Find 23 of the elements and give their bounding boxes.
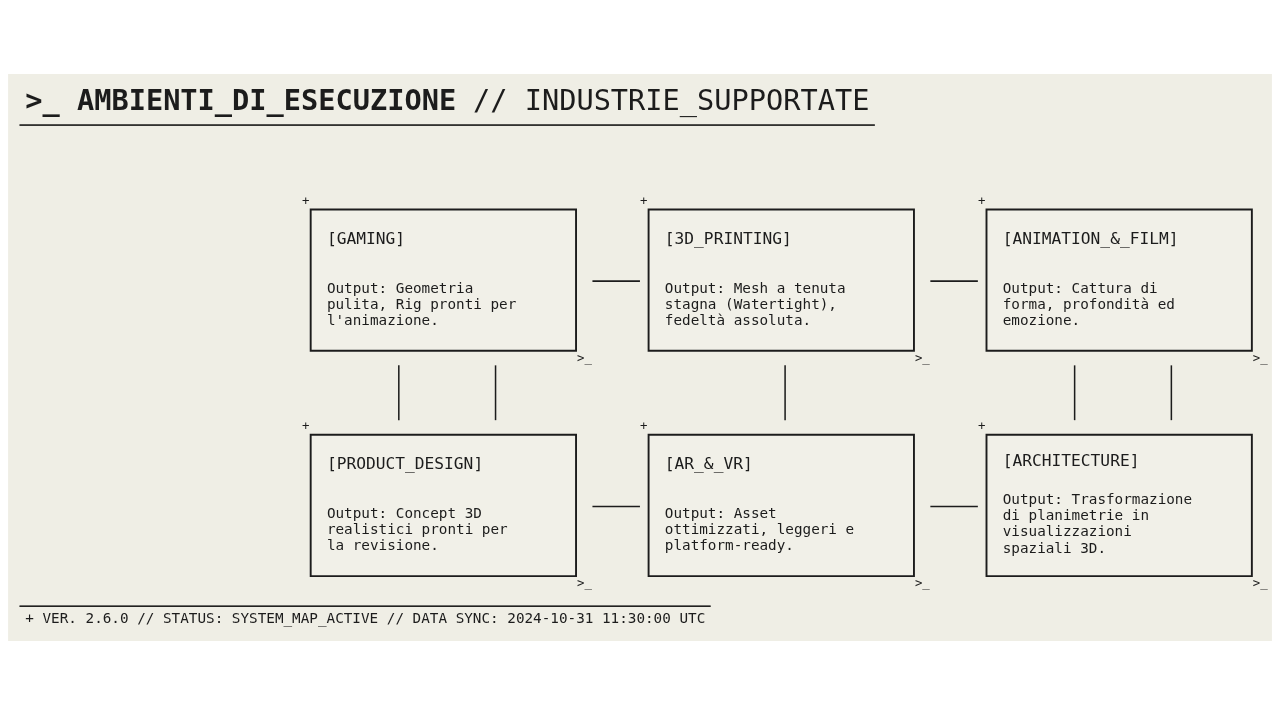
connector bbox=[1170, 364, 1173, 421]
node-label: >_ bbox=[914, 574, 930, 590]
node-label: + bbox=[640, 192, 648, 208]
node-label: >_ bbox=[577, 574, 592, 590]
node-label: + bbox=[302, 417, 310, 433]
connector bbox=[1073, 364, 1076, 421]
node-label: + bbox=[302, 192, 310, 208]
node-label: >_ bbox=[1252, 349, 1268, 365]
connector bbox=[929, 279, 979, 282]
caption: + VER. 2.6.0 // STATUS: SYSTEM_MAP_ACTIVE // DATA SYNC: 2024-10-31 11:30:00 UTC bbox=[25, 609, 706, 626]
node-label: >_ bbox=[1252, 574, 1268, 590]
connector bbox=[591, 505, 641, 507]
node-label: + bbox=[977, 417, 986, 433]
node-label: >_ bbox=[577, 349, 592, 365]
connector bbox=[398, 364, 400, 421]
node-label: >_ bbox=[914, 349, 930, 365]
connector bbox=[784, 364, 786, 421]
node-label: + bbox=[640, 417, 648, 433]
node-label: + bbox=[977, 192, 986, 208]
connector bbox=[929, 505, 979, 507]
connector bbox=[591, 279, 641, 282]
diagram-title: >_ AMBIENTI_DI_ESECUZIONE // INDUSTRIE_SUPPORTATE bbox=[25, 82, 870, 117]
connector bbox=[494, 364, 497, 421]
